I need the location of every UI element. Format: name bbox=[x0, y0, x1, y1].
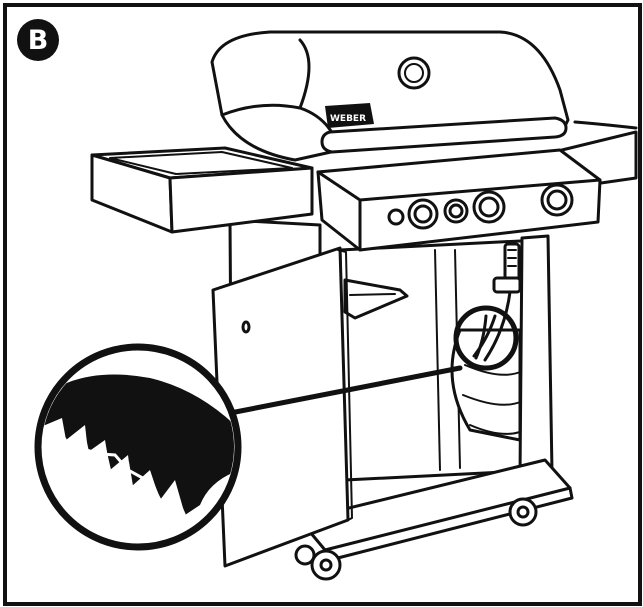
callout-pointer bbox=[217, 365, 463, 418]
gas-regulator bbox=[483, 242, 522, 362]
caster-wheels bbox=[294, 497, 538, 581]
step-label: B bbox=[27, 24, 49, 56]
left-side-table bbox=[90, 146, 314, 234]
left-cabinet-door bbox=[211, 246, 353, 568]
lid-handle bbox=[320, 116, 568, 154]
hose-target-circle bbox=[453, 305, 519, 371]
brand-logo-text: WEBER bbox=[330, 114, 366, 124]
step-badge: B bbox=[17, 19, 59, 61]
grease-tray bbox=[343, 278, 409, 320]
brand-logo: WEBER bbox=[325, 103, 374, 128]
burner-knobs bbox=[387, 183, 574, 230]
front-right-leg bbox=[518, 234, 554, 478]
propane-tank bbox=[450, 328, 522, 442]
magnified-callout bbox=[34, 343, 242, 551]
